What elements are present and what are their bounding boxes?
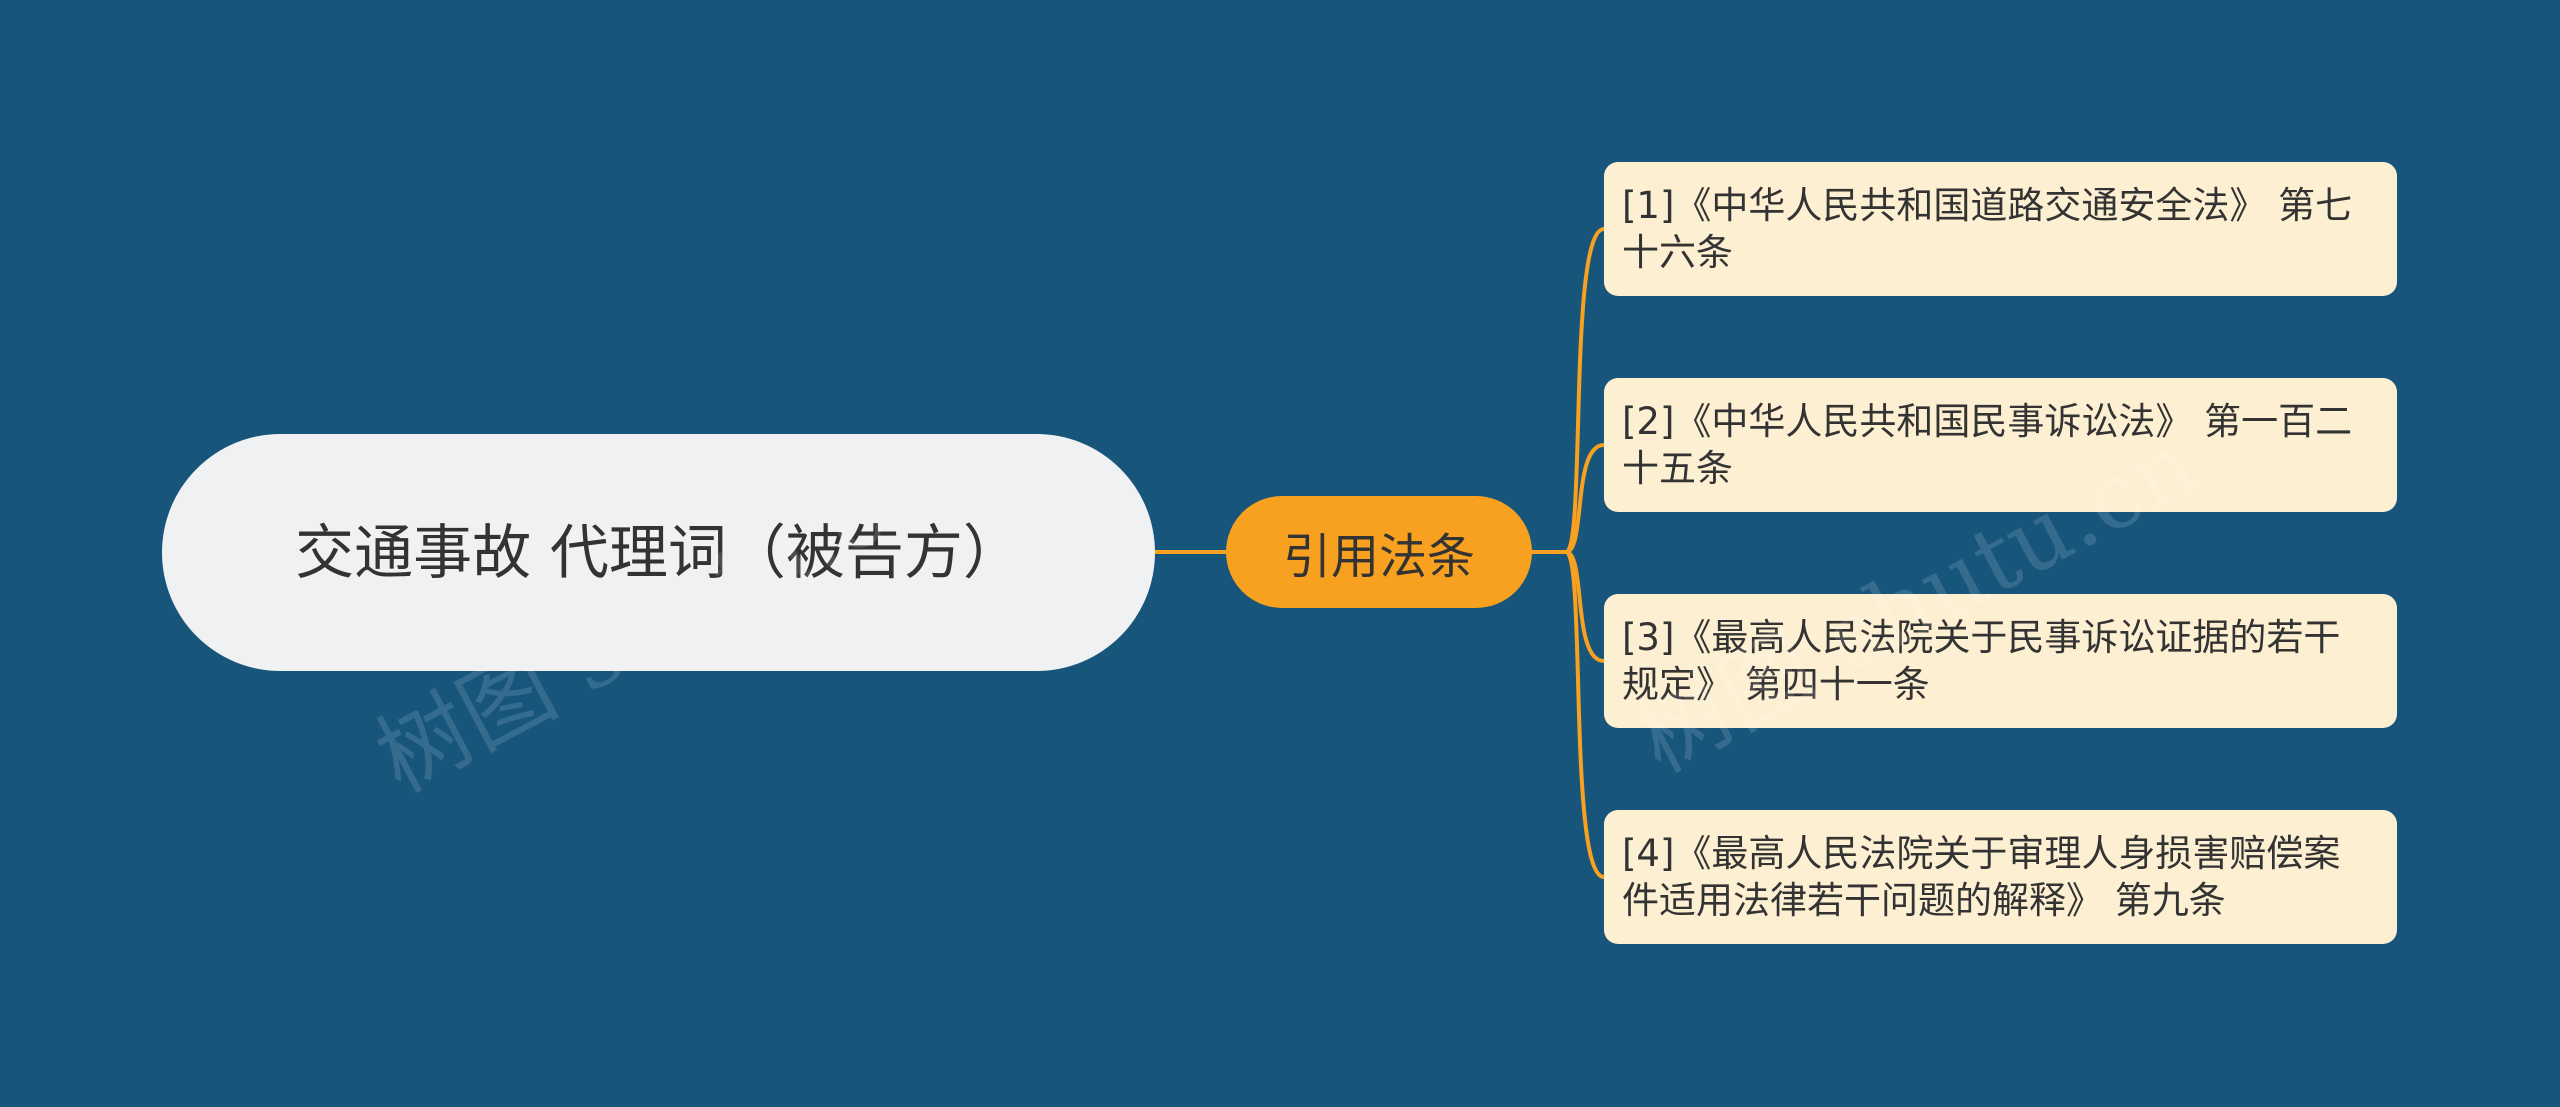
connector-branch-leaf-2 [1565,443,1605,554]
connector-branch-leaf-1 [1564,227,1605,554]
leaf-topic-4[interactable]: [4]《最高人民法院关于审理人身损害赔偿案件适用法律若干问题的解释》 第九条 [1604,810,2397,944]
leaf-topic-3[interactable]: [3]《最高人民法院关于民事诉讼证据的若干规定》 第四十一条 [1604,594,2397,728]
leaf-topic-text: [2]《中华人民共和国民事诉讼法》 第一百二十五条 [1622,400,2353,490]
leaf-topic-2[interactable]: [2]《中华人民共和国民事诉讼法》 第一百二十五条 [1604,378,2397,512]
root-topic-text: 交通事故 代理词（被告方） [295,517,1022,587]
root-topic[interactable]: 交通事故 代理词（被告方） [162,434,1155,671]
branch-topic[interactable]: 引用法条 [1226,496,1532,608]
branch-topic-text: 引用法条 [1282,529,1475,585]
leaf-topic-text: [3]《最高人民法院关于民事诉讼证据的若干规定》 第四十一条 [1622,616,2341,706]
connector-branch-leaf-4 [1564,550,1605,879]
leaf-topic-text: [4]《最高人民法院关于审理人身损害赔偿案件适用法律若干问题的解释》 第九条 [1622,832,2341,922]
leaf-topic-text: [1]《中华人民共和国道路交通安全法》 第七十六条 [1622,184,2353,274]
leaf-topic-1[interactable]: [1]《中华人民共和国道路交通安全法》 第七十六条 [1604,162,2397,296]
